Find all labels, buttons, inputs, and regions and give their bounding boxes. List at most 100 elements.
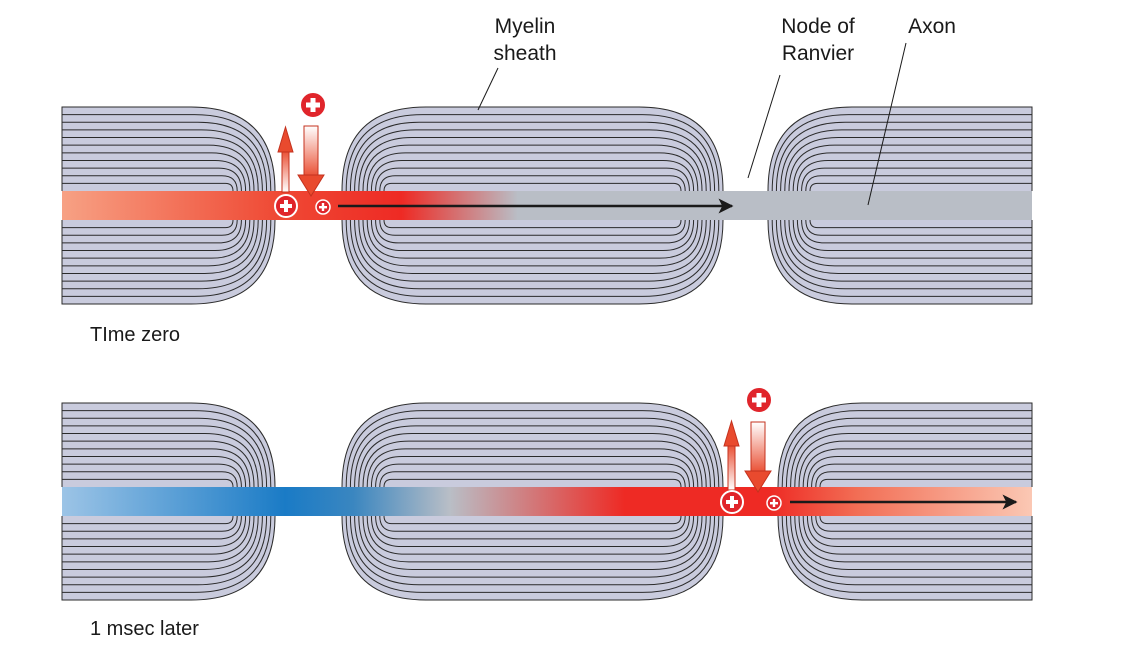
myelin-lamella [61,219,238,236]
myelin-lamella [61,182,234,192]
caption-1-msec-later: 1 msec later [90,618,199,640]
myelin-lamella [771,114,1033,192]
myelin-lamella [61,219,276,305]
myelin-lamella [341,402,724,488]
myelin-lamella [794,515,1033,570]
plus-circle-icon [745,386,773,414]
label-node-line1: Node of [781,15,855,38]
myelin-lamella [61,114,272,192]
label-node-line2: Ranvier [782,42,854,65]
myelin-lamella [805,219,1033,236]
myelin-lamella [61,219,247,252]
myelin-lamella [61,455,247,488]
myelin-lamella [61,152,251,192]
myelin-lamella [809,219,1033,229]
myelin-lamella [811,463,1033,488]
myelin-lamella [61,515,268,586]
myelin-lamella [61,471,238,488]
myelin-lamella [370,159,695,192]
myelin-lamella [341,106,724,192]
myelin-lamella [362,515,703,563]
myelin-lamella [796,219,1033,252]
leader-line-node [747,74,781,179]
panel-1-msec-later: 1 msec later [61,386,1033,640]
plus-circle-icon [766,495,782,511]
myelin-sheath-right [777,402,1033,601]
myelin-lamella [61,515,234,525]
myelin-lamella [379,515,686,532]
myelin-lamella [788,144,1033,192]
myelin-lamella [767,106,1033,192]
caption-time-zero: TIme zero [90,324,180,346]
myelin-lamella [806,455,1033,488]
myelin-lamella [61,425,263,488]
leader-line-axon [867,42,907,206]
myelin-lamella [345,410,720,488]
myelin-lamella [771,219,1033,297]
label-myelin-sheath-line2: sheath [493,42,556,65]
myelin-lamella [362,219,703,267]
myelin-lamella [61,515,247,548]
myelin-lamella [805,175,1033,192]
myelin-lamella [61,129,263,192]
plus-circle-icon [274,194,298,218]
myelin-lamella [61,478,234,488]
myelin-lamella [354,425,711,488]
plus-circle-icon [315,199,331,215]
efflux-arrow [277,125,294,193]
myelin-sheath-left [61,106,276,305]
myelin-lamella [777,402,1033,488]
myelin-lamella [370,219,695,252]
myelin-lamella [341,219,724,305]
myelin-lamella [61,515,276,601]
plus-circle-icon [720,490,744,514]
leader-line-myelin [477,67,499,111]
myelin-lamella [61,106,276,192]
myelin-lamella [349,219,716,290]
myelin-lamella [811,515,1033,540]
myelin-lamella [370,515,695,548]
myelin-lamella [61,219,242,244]
myelin-lamella [792,152,1033,192]
myelin-lamella [780,219,1033,282]
myelin-lamella [379,471,686,488]
myelin-lamella [345,114,720,192]
myelin-lamella [61,440,255,488]
myelin-lamella [61,167,242,192]
myelin-lamella [61,433,259,488]
myelin-lamella [379,175,686,192]
plus-circle-icon [299,91,327,119]
myelin-lamella [775,121,1033,192]
myelin-lamella [781,515,1033,593]
myelin-lamella [819,515,1033,525]
myelin-lamella [358,219,707,274]
influx-arrow [297,125,325,197]
myelin-sheath-right [767,106,1033,305]
myelin-lamella [61,515,238,532]
myelin-lamella [358,515,707,570]
myelin-lamella [61,448,251,488]
myelin-lamella [794,433,1033,488]
myelin-lamella [781,410,1033,488]
myelin-lamella [349,515,716,586]
myelin-lamella [61,219,234,229]
myelin-lamella [358,433,707,488]
myelin-lamella [362,144,703,192]
myelin-lamella [806,515,1033,548]
panel-time-zero: Myelin sheath Node of Ranvier Axon TIme … [61,15,1033,346]
myelin-sheath-center [341,402,724,601]
myelin-lamella [61,144,255,192]
myelin-lamella [354,515,711,578]
myelin-lamella [366,515,699,555]
myelin-lamella [375,463,690,488]
myelin-lamella [815,471,1033,488]
myelin-lamella [798,515,1033,563]
myelin-lamella [370,455,695,488]
myelin-lamella [61,417,268,488]
myelin-lamella [61,515,272,593]
myelin-lamella [61,219,263,282]
myelin-lamella [354,129,711,192]
myelin-lamella [784,137,1033,192]
myelin-lamella [785,515,1033,586]
